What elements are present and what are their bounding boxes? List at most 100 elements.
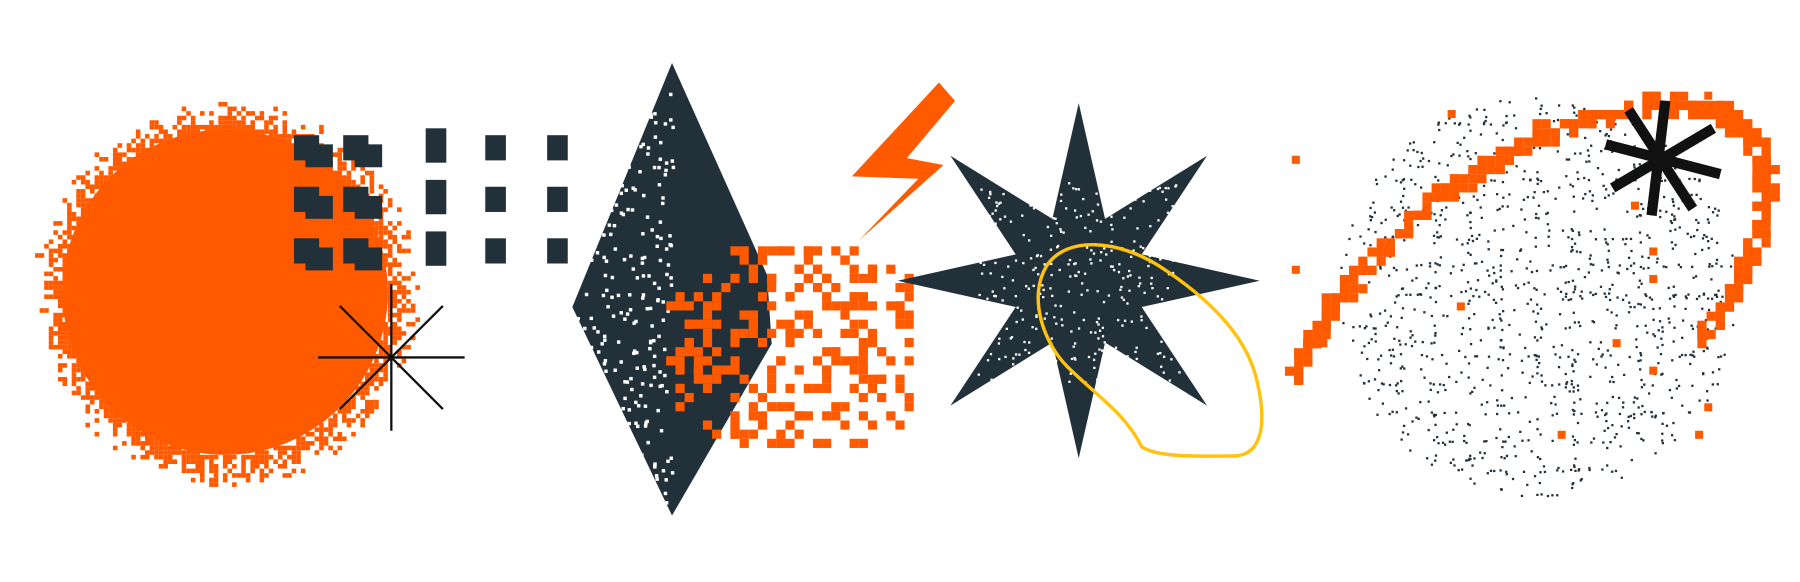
dot [1705,390,1709,393]
pixel [282,129,288,135]
pixel [383,253,388,258]
pixel [71,367,77,373]
block [305,247,333,271]
dot [1501,205,1504,208]
pixel [268,468,274,474]
dot [1428,265,1432,268]
pixel [57,326,63,332]
pixel [71,376,77,382]
speckle [610,275,615,280]
orange-pixel [1456,302,1465,311]
dot [1444,218,1447,221]
speckle [1128,269,1131,273]
dot [1415,276,1418,280]
pixel [378,239,384,245]
dot [1652,333,1655,336]
orange-pixel [849,292,859,302]
dot [1623,373,1626,377]
speckle [1089,331,1093,334]
pixel [131,422,136,428]
dot [1441,441,1445,444]
dot [1460,371,1463,374]
dot [1554,197,1557,200]
orange-pixel [757,292,768,302]
dot [1579,251,1582,254]
dot [1352,339,1355,342]
orange-pixel [712,365,722,375]
pixel [282,111,288,116]
pixel [71,340,77,345]
speckle [997,379,1000,383]
pixel [122,161,127,167]
pixel [195,134,200,139]
dot [1436,391,1440,394]
orange-pixel [1477,155,1487,165]
pixel [177,445,182,451]
orange-pixel [803,411,813,421]
speckle [1039,254,1043,258]
speckle [1143,291,1146,294]
speckle [602,362,607,366]
pixel [85,390,91,396]
dot [1714,327,1717,330]
pixel [57,376,63,382]
speckle [1135,357,1138,361]
dot [1367,228,1370,231]
orange-pixel [1697,109,1707,120]
pixel [67,221,72,226]
orange-pixel [886,264,896,274]
dot [1579,398,1582,401]
pixel [319,445,324,451]
dot [1695,218,1698,222]
dot [1483,440,1486,443]
pixel [369,179,375,185]
pixel [112,445,118,451]
speckle [658,220,663,224]
pixel [145,147,150,153]
dot [1611,395,1614,399]
pixel [342,175,347,180]
orange-pixel [895,301,905,311]
dot [1466,242,1469,245]
orange-pixel [1743,137,1753,147]
pixel [103,413,109,419]
pixel [190,459,196,464]
pixel [140,147,146,153]
speckle [608,154,612,159]
speckle [996,204,999,208]
pixel [67,225,72,231]
speckle [603,502,608,507]
speckle [639,394,643,398]
speckle [615,134,620,139]
dot [1705,235,1708,239]
orange-pixel [812,328,823,338]
speckle [1163,230,1166,233]
speckle [1015,179,1018,182]
orange-pixel [1394,229,1405,239]
dot [1605,132,1608,136]
pixel [67,248,72,254]
pixel [401,234,407,240]
speckle [639,144,643,149]
pixel [76,216,81,222]
dot [1373,378,1377,381]
pixel [112,175,118,180]
dot [1675,378,1678,382]
dot [1409,293,1412,296]
pixel [149,436,155,442]
orange-pixel [1514,146,1524,156]
speckle [1096,378,1099,381]
pixel [383,262,388,267]
dot [1671,359,1674,362]
dot [1706,218,1710,221]
orange-pixel [1569,119,1579,129]
dot [1368,281,1371,284]
dot [1572,413,1575,416]
speckle [1073,311,1076,314]
pixel [232,129,237,135]
pixel [383,358,388,364]
dot [1404,209,1408,212]
pixel [195,450,200,455]
dot [1604,238,1607,241]
pixel [108,166,113,171]
